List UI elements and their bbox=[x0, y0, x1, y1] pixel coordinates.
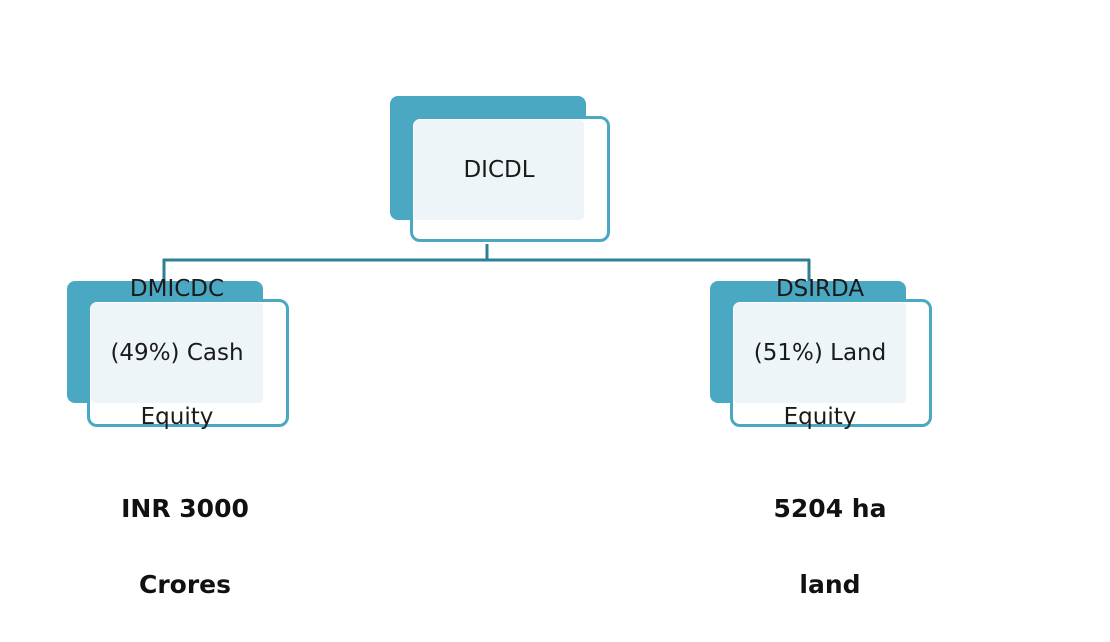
caption-line: land bbox=[799, 570, 861, 599]
label-line: (51%) Land bbox=[753, 340, 887, 366]
child-node-dmicdc: DMICDC (49%) Cash Equity bbox=[67, 276, 289, 430]
caption-dmicdc: INR 3000 Crores bbox=[75, 452, 295, 642]
child-node-label: DMICDC (49%) Cash Equity bbox=[91, 276, 263, 430]
label-line: DMICDC bbox=[129, 276, 225, 302]
label-line: DSIRDA bbox=[775, 276, 865, 302]
label-line: (49%) Cash bbox=[110, 340, 244, 366]
label-line: Equity bbox=[783, 404, 857, 430]
org-connector-lines bbox=[162, 244, 811, 282]
child-node-fill bbox=[91, 303, 263, 403]
caption-line: Crores bbox=[138, 570, 232, 599]
org-chart: DICDL DMICDC (49%) Cash Equity DSIRDA (5… bbox=[67, 96, 932, 599]
caption-line: INR 3000 bbox=[121, 494, 249, 523]
root-node: DICDL bbox=[390, 96, 610, 244]
caption-dsirda: 5204 ha land bbox=[720, 452, 940, 642]
child-node-dsirda: DSIRDA (51%) Land Equity bbox=[710, 276, 932, 430]
caption-line: 5204 ha bbox=[773, 494, 887, 523]
label-line: Equity bbox=[140, 404, 214, 430]
child-node-fill bbox=[734, 303, 906, 403]
child-node-label: DSIRDA (51%) Land Equity bbox=[734, 276, 906, 430]
root-node-fill bbox=[414, 120, 584, 220]
root-node-label: DICDL bbox=[463, 157, 535, 183]
